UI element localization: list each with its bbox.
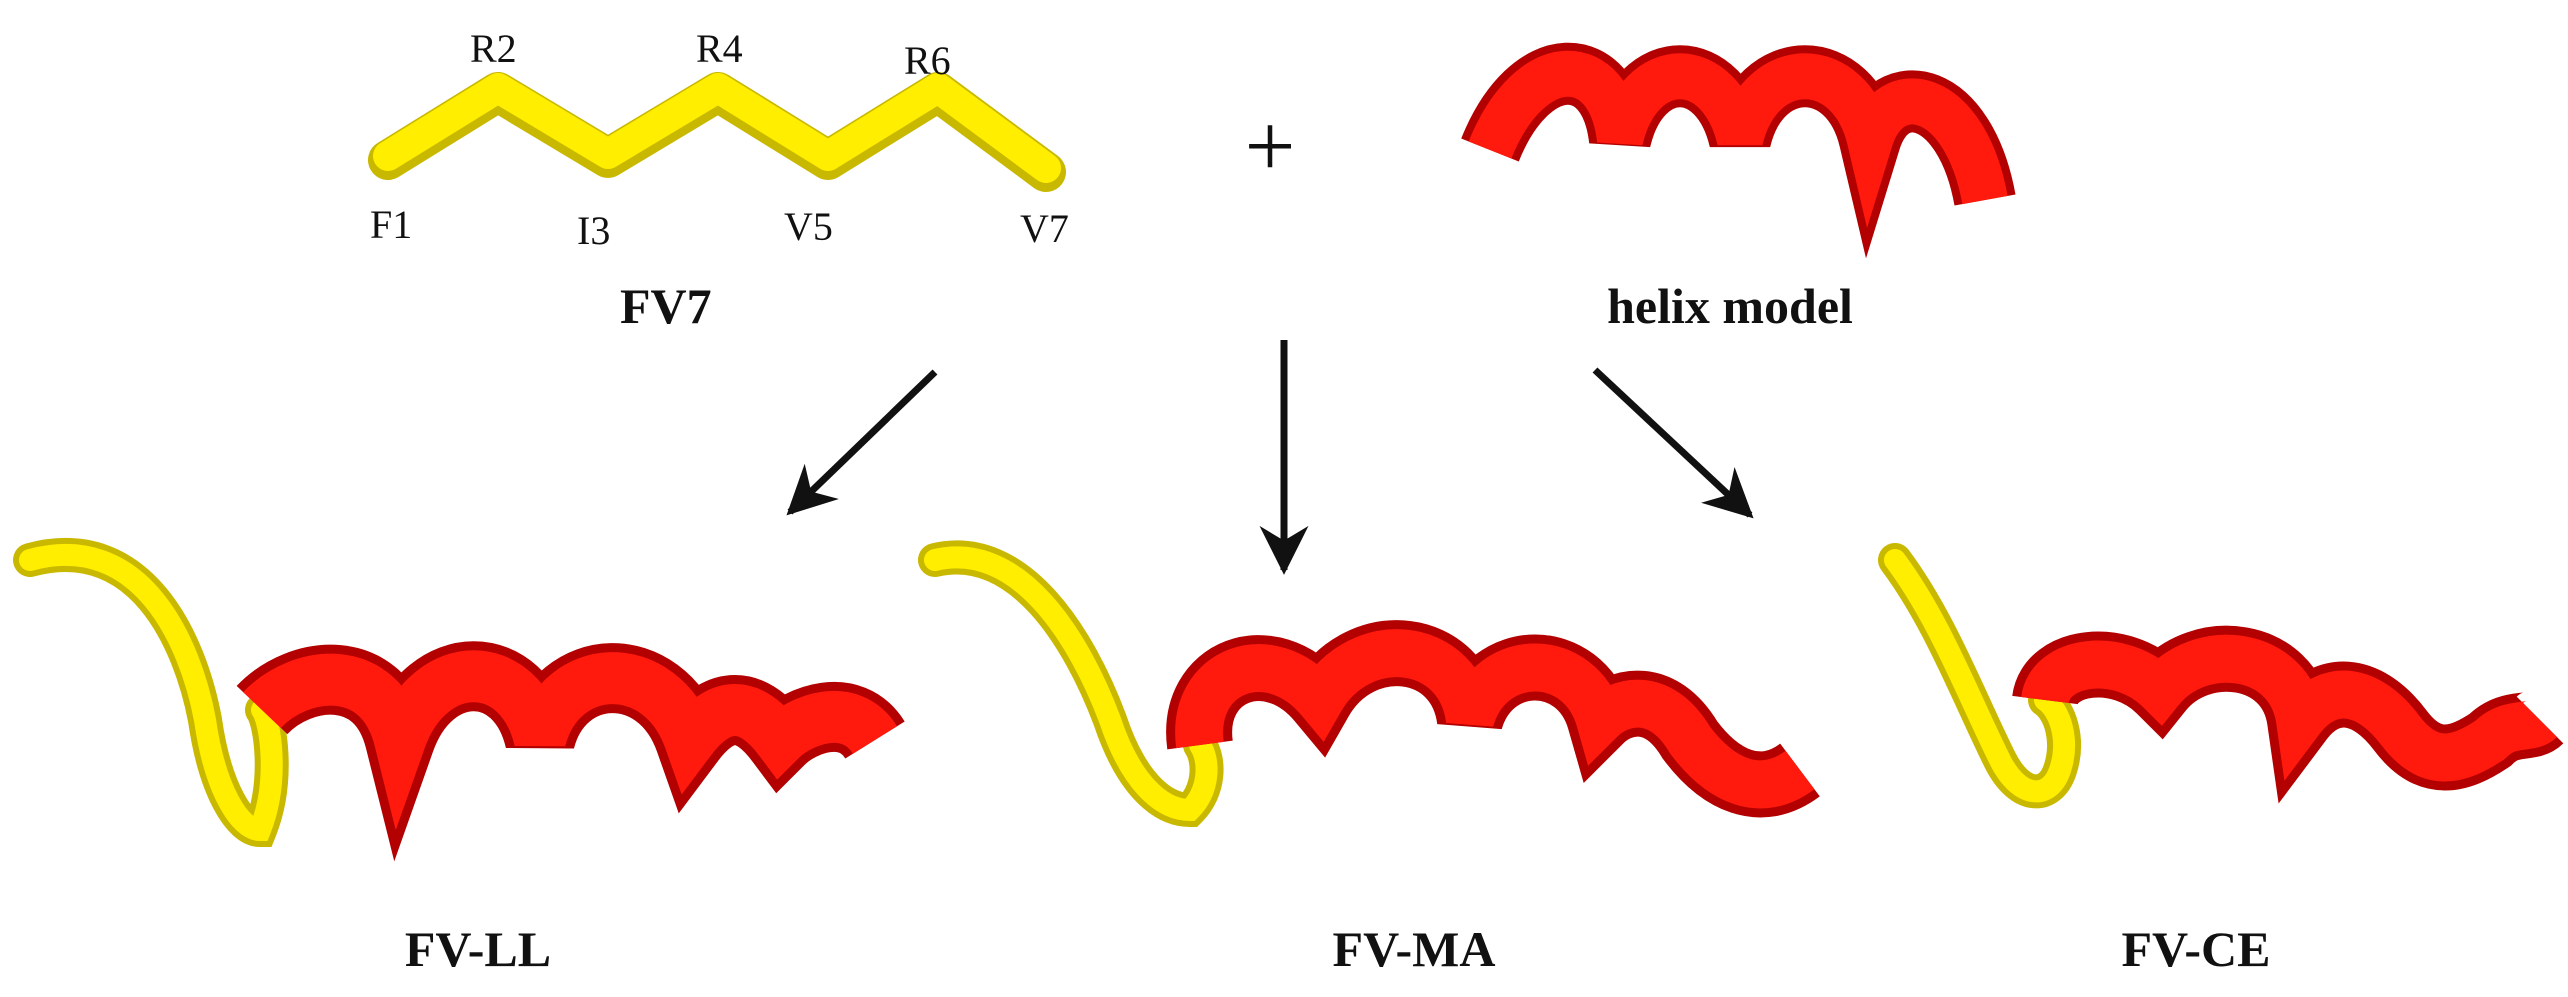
residue-label-i3: I3 [577,208,610,253]
plus-sign: + [1245,97,1296,196]
fv-ll-label: FV-LL [405,921,551,977]
residue-label-f1: F1 [370,202,412,247]
fv7-label: FV7 [620,278,712,334]
fv-ce-label: FV-CE [2121,921,2270,977]
fv-ll-structure [13,537,905,862]
fv7-peptide-chain [368,72,1066,192]
residue-label-r4: R4 [696,26,743,71]
fv7-backbone-highlight [373,73,1061,183]
fv-ma-yellow-segment [918,540,1224,828]
residue-label-v5: V5 [784,204,833,249]
helix-model-ribbon [1461,42,2016,258]
fv-ce-structure [1878,543,2564,809]
arrow-to-fv-ll [786,369,938,516]
fv-ma-label: FV-MA [1333,921,1496,977]
residue-label-r6: R6 [904,38,951,83]
residue-label-r2: R2 [470,26,517,71]
helix-model-label: helix model [1607,278,1853,334]
fv-ma-structure [918,540,1820,828]
residue-label-v7: V7 [1020,206,1069,251]
arrow-to-fv-ce [1592,367,1754,519]
